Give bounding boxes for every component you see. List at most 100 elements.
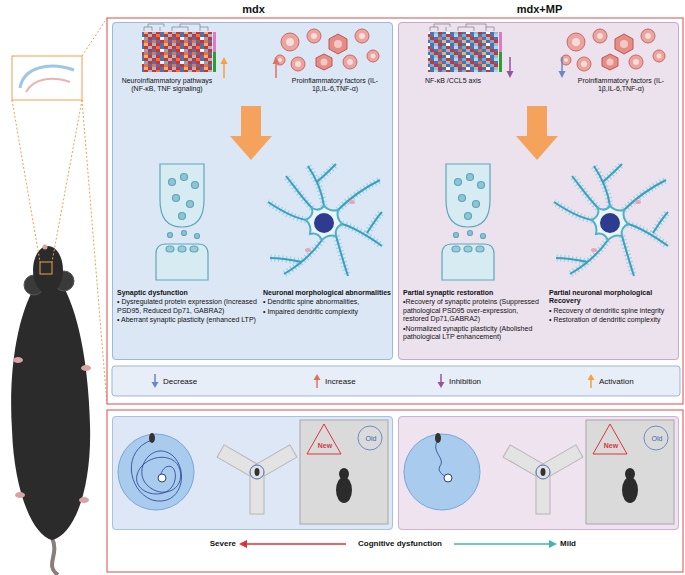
heatmap (428, 32, 498, 72)
legend-arrow (436, 373, 446, 389)
mouse-illustration (79, 497, 89, 503)
legend-item: Inhibition (436, 373, 481, 389)
hippocampus-inset (12, 56, 82, 100)
arrow-shaft (316, 379, 318, 388)
mouse-illustration (15, 492, 25, 498)
severity-arrow (246, 543, 346, 545)
severity-arrow (549, 540, 557, 548)
bullet-text: •Normalized synaptic plasticity (Abolish… (403, 325, 543, 342)
panel-ground (398, 416, 679, 530)
legend-text: Increase (325, 377, 356, 386)
water-maze (118, 434, 194, 510)
trend-arrow (221, 57, 228, 64)
water-maze (149, 433, 155, 443)
trend-arrow (561, 57, 563, 72)
water-maze (444, 474, 452, 482)
bullet-text: • Restoration of dendritic complexity (549, 316, 677, 324)
legend-arrow (586, 373, 596, 389)
condition-panel: mdxNeuroinflammatory pathways (NF-κB, TN… (112, 22, 393, 360)
panel-ground (398, 22, 679, 360)
mouse-illustration (81, 365, 91, 371)
legend-item: Decrease (150, 373, 197, 389)
mouse-illustration (33, 246, 63, 294)
behavior-tests (217, 420, 388, 524)
bullet-text: •Recovery of synaptic proteins (Suppress… (403, 298, 543, 323)
outer-frame (107, 18, 683, 404)
mouse-illustration (13, 357, 23, 363)
mouse-illustration (40, 262, 52, 274)
bullet-text: • Aberrant synaptic plasticity (enhanced… (117, 316, 257, 324)
mouse-illustration (11, 245, 91, 575)
section-heading: Neuronal morphological abnormalities (263, 289, 391, 297)
hippocampus-inset (52, 100, 82, 262)
arrow-head (152, 382, 159, 388)
panel-art (442, 29, 668, 280)
legend-text: Inhibition (449, 377, 481, 386)
outer-frame (107, 410, 683, 572)
hippocampus-inset (12, 18, 107, 404)
hippocampus-inset (12, 18, 107, 404)
pathway-label: NF-κB /CCL5 axis (401, 77, 505, 85)
scale-label: Severe (176, 539, 236, 549)
condition-panel: mdx+MPNF-κB /CCL5 axisProinflammatory fa… (398, 22, 679, 360)
legend-arrow (150, 373, 160, 389)
hippocampus-inset (26, 79, 70, 92)
bullet-text: • Recovery of dendritic spine integrity (549, 307, 677, 315)
object-label: New (599, 442, 623, 450)
mouse-illustration (43, 245, 48, 250)
arrow-shaft (590, 379, 592, 388)
trend-arrow (507, 71, 514, 78)
panel-heading: mdx+MP (399, 3, 680, 16)
pathway-label: Neuroinflammatory pathways (NF-κB, TNF s… (115, 77, 219, 94)
factor-label: Proinflammatory factors (IL-1β,IL-6,TNF-… (283, 77, 387, 94)
trend-arrow (559, 71, 566, 78)
behavior-panel: NewOld (112, 416, 393, 530)
bullet-text: • Impaired dendritic complexity (263, 308, 391, 316)
legend-item: Activation (586, 373, 634, 389)
heatmap (499, 32, 502, 52)
scale-label: Mild (560, 539, 600, 549)
behavior-panel: New Old (398, 416, 679, 530)
section-heading: Synaptic dysfunction (117, 289, 257, 297)
water-maze (158, 474, 166, 482)
factor-label: Proinflammatory factors (IL-1β,IL-6,TNF-… (569, 77, 673, 94)
legend-text: Activation (599, 377, 634, 386)
heatmap (213, 32, 216, 52)
panel-ground (112, 416, 393, 530)
arrow-head (438, 382, 445, 388)
water-maze (436, 440, 448, 478)
panel-heading: mdx (113, 3, 394, 16)
trend-arrow (275, 63, 277, 78)
arrow-head (314, 374, 321, 380)
heatmap (428, 24, 502, 72)
panel-art (156, 29, 382, 280)
heatmap (430, 24, 494, 31)
object-label: Old (360, 435, 382, 443)
hippocampus-inset (12, 100, 40, 262)
heatmap (142, 32, 212, 72)
mouse-illustration (11, 280, 90, 540)
water-maze (404, 434, 480, 510)
arrow-shaft (154, 374, 156, 383)
arrow-head (588, 374, 595, 380)
arrow-shaft (440, 374, 442, 383)
hippocampus-inset (20, 66, 74, 88)
object-label: Old (646, 435, 668, 443)
trend-arrow (509, 57, 511, 72)
heatmap (499, 52, 502, 72)
bullet-text: • Dendritic spine abnormalities, (263, 298, 391, 306)
section-heading: Partial synaptic restoration (403, 289, 543, 297)
water-maze (435, 433, 441, 443)
legend-item: Increase (312, 373, 356, 389)
heatmap (213, 52, 216, 72)
water-maze (118, 433, 480, 510)
scale-label: Cognitive dysfunction (340, 539, 460, 549)
legend-arrow (312, 373, 322, 389)
mouse-illustration (52, 538, 58, 575)
legend-text: Decrease (163, 377, 197, 386)
severity-arrow (239, 540, 557, 548)
hippocampus-inset (82, 18, 107, 56)
severity-arrow (239, 540, 247, 548)
trend-arrow (221, 57, 566, 78)
heatmap (144, 24, 208, 31)
